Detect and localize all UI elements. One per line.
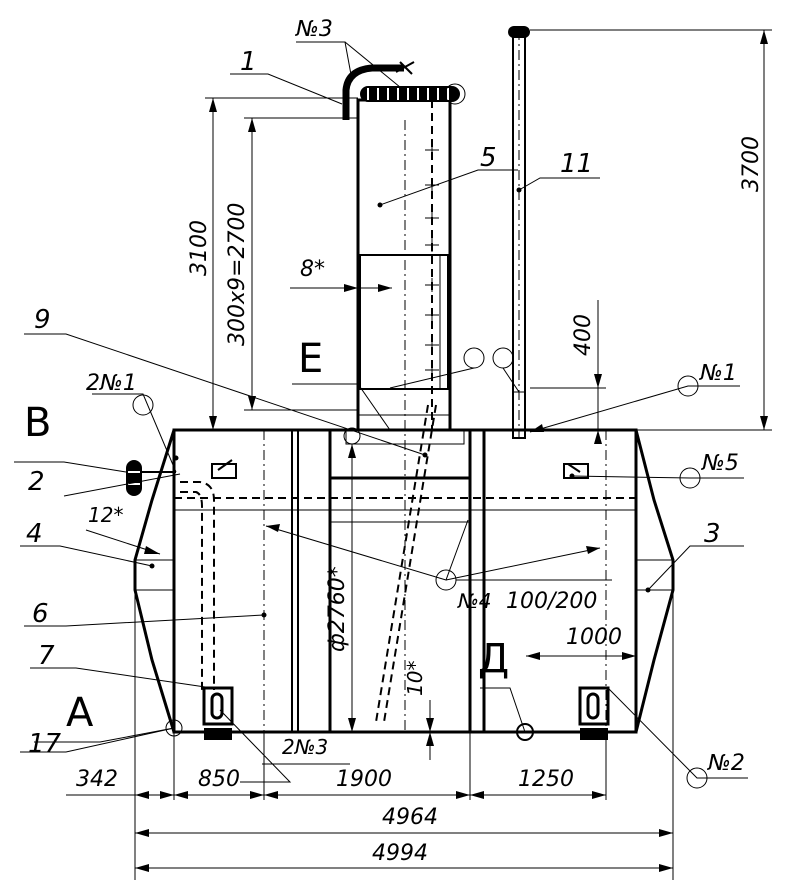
left-head bbox=[133, 429, 176, 733]
dim-4964: 4964 bbox=[382, 805, 438, 830]
callout-n2: №2 bbox=[707, 751, 745, 776]
callout-7: 7 bbox=[38, 641, 55, 671]
callout-n5: №5 bbox=[701, 451, 739, 476]
dim-3700: 3700 bbox=[739, 136, 764, 192]
callout-11: 11 bbox=[560, 149, 593, 179]
callout-2n1: 2№1 bbox=[86, 371, 137, 396]
supports bbox=[202, 686, 610, 740]
dimension-lines bbox=[66, 29, 772, 880]
dim-2760: ф2760* bbox=[325, 566, 350, 652]
dim-300x9: 300x9=2700 bbox=[225, 203, 250, 346]
letter-a: A bbox=[66, 690, 94, 736]
dim-1900: 1900 bbox=[336, 767, 392, 792]
callout-n4: №4 bbox=[457, 589, 492, 613]
callout-3: 3 bbox=[704, 519, 721, 549]
dim-342: 342 bbox=[76, 767, 118, 792]
vent-pipe bbox=[508, 26, 530, 439]
nozzle-left bbox=[126, 460, 176, 496]
dim-1000: 1000 bbox=[566, 625, 622, 650]
callout-dots bbox=[149, 187, 651, 618]
right-head bbox=[634, 429, 675, 733]
callout-1: 1 bbox=[240, 47, 257, 77]
central-tower bbox=[342, 61, 466, 445]
callout-n1: №1 bbox=[699, 361, 737, 386]
leader-lines bbox=[14, 41, 748, 783]
dim-100-200: 100/200 bbox=[506, 589, 597, 614]
dim-4994: 4994 bbox=[372, 841, 428, 866]
hatches bbox=[211, 459, 589, 479]
dim-3100: 3100 bbox=[187, 220, 212, 276]
callout-2n3: 2№3 bbox=[282, 735, 328, 759]
callout-4: 4 bbox=[26, 519, 43, 549]
letter-d: Д bbox=[478, 636, 509, 682]
callout-5: 5 bbox=[480, 143, 497, 173]
connection-markers bbox=[132, 347, 708, 789]
dim-400: 400 bbox=[571, 314, 596, 356]
coil-top bbox=[342, 61, 466, 120]
callout-2: 2 bbox=[28, 467, 45, 497]
dim-8: 8* bbox=[300, 257, 325, 282]
dim-850: 850 bbox=[198, 767, 240, 792]
callout-n3-top: №3 bbox=[295, 17, 333, 42]
callout-9: 9 bbox=[34, 305, 51, 335]
dim-12: 12* bbox=[88, 503, 123, 527]
callout-17: 17 bbox=[28, 729, 62, 759]
section-letters: B E A Д bbox=[24, 336, 509, 736]
letter-b: B bbox=[24, 400, 51, 446]
letter-e: E bbox=[298, 336, 323, 382]
tank-body bbox=[133, 120, 675, 734]
dim-1250: 1250 bbox=[518, 767, 574, 792]
arrowheads bbox=[135, 30, 768, 872]
callout-6: 6 bbox=[32, 599, 49, 629]
dim-10: 10* bbox=[403, 661, 427, 696]
dimension-labels: 3100 300x9=2700 3700 8* 400 12* ф2760* 1… bbox=[76, 136, 764, 866]
callout-labels: 1 №3 5 11 9 №1 2№1 №5 2 4 3 №4 6 7 17 2№… bbox=[26, 17, 745, 776]
